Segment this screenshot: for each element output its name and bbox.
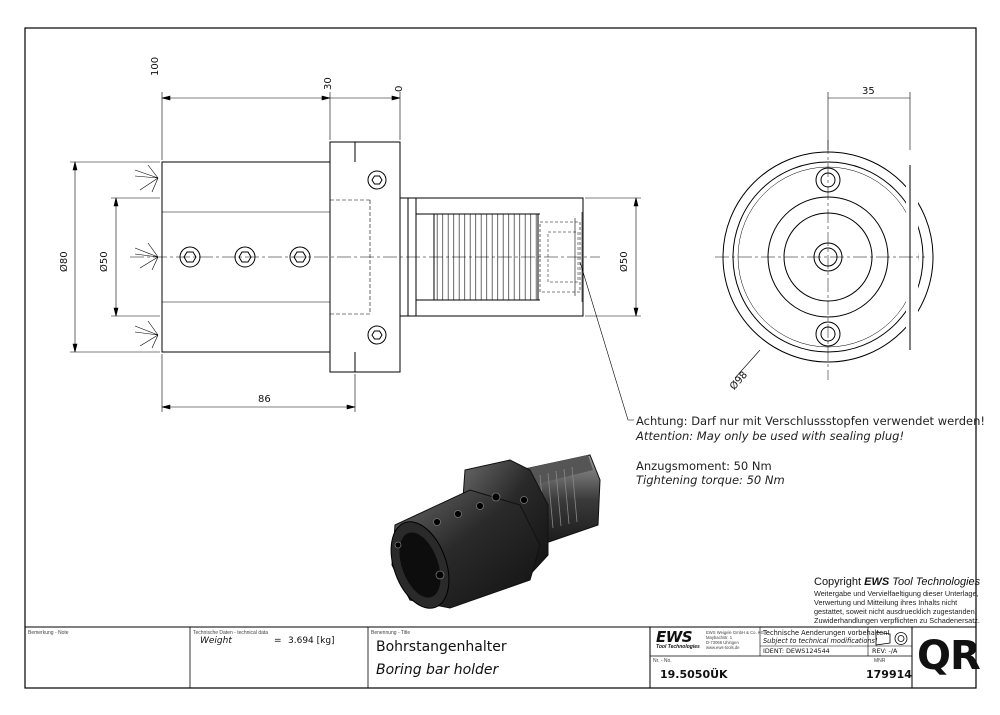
front-view	[715, 92, 934, 380]
company-logo: EWS Tool Technologies	[656, 628, 700, 651]
changes-de: Technische Aenderungen vorbehalten!	[763, 629, 891, 637]
dim-100: 100	[150, 56, 161, 76]
isometric-render	[390, 454, 601, 609]
torque-de: Anzugsmoment: 50 Nm	[636, 459, 772, 473]
rev: REV: -/A	[872, 647, 898, 655]
copyright-title: Copyright EWS Tool Technologies	[814, 576, 981, 588]
ident: IDENT: DEWS124544	[763, 647, 830, 655]
warning-en: Attention: May only be used with sealing…	[636, 429, 905, 443]
nr-label: Nr. - No.	[653, 658, 672, 664]
dim-30: 30	[323, 77, 334, 90]
side-view	[130, 141, 600, 373]
tech-data-label: Technische Daten - technical data	[193, 630, 269, 636]
title-block-lines	[25, 626, 976, 688]
dim-dia80: Ø80	[59, 251, 70, 272]
changes-en: Subject to technical modifications!	[763, 637, 878, 645]
title-label: Benennung - Title	[371, 630, 411, 636]
weight-value: 3.694 [kg]	[288, 636, 335, 646]
dim-0: 0	[394, 85, 405, 92]
dimension-lines	[70, 92, 641, 421]
title-de: Bohrstangenhalter	[376, 639, 507, 655]
torque-en: Tightening torque: 50 Nm	[636, 473, 785, 487]
weight-label: Weight	[200, 636, 232, 646]
projection-symbol-icon	[875, 631, 908, 646]
warning-de: Achtung: Darf nur mit Verschlussstopfen …	[636, 414, 985, 428]
mnr-label: MNR	[874, 658, 886, 664]
dim-dia50-left: Ø50	[99, 251, 110, 272]
mnr-value: 179914	[866, 668, 912, 681]
remark-label: Bemerkung - Note	[28, 630, 69, 636]
title-en: Boring bar holder	[376, 662, 499, 678]
dim-86: 86	[258, 394, 271, 405]
qr-mark: QR	[917, 633, 981, 679]
nr-value: 19.5050ÜK	[660, 668, 728, 681]
company-address: EWS Weigele GmbH & Co. KG Maybachstr. 1 …	[706, 630, 764, 650]
ews-logo	[655, 631, 703, 650]
dim-35: 35	[862, 86, 875, 97]
copyright-text: Weitergabe und Vervielfaeltigung dieser …	[814, 589, 980, 625]
dim-dia50-right: Ø50	[619, 251, 630, 272]
sheet-border	[24, 27, 977, 689]
weight-eq: =	[274, 636, 282, 646]
